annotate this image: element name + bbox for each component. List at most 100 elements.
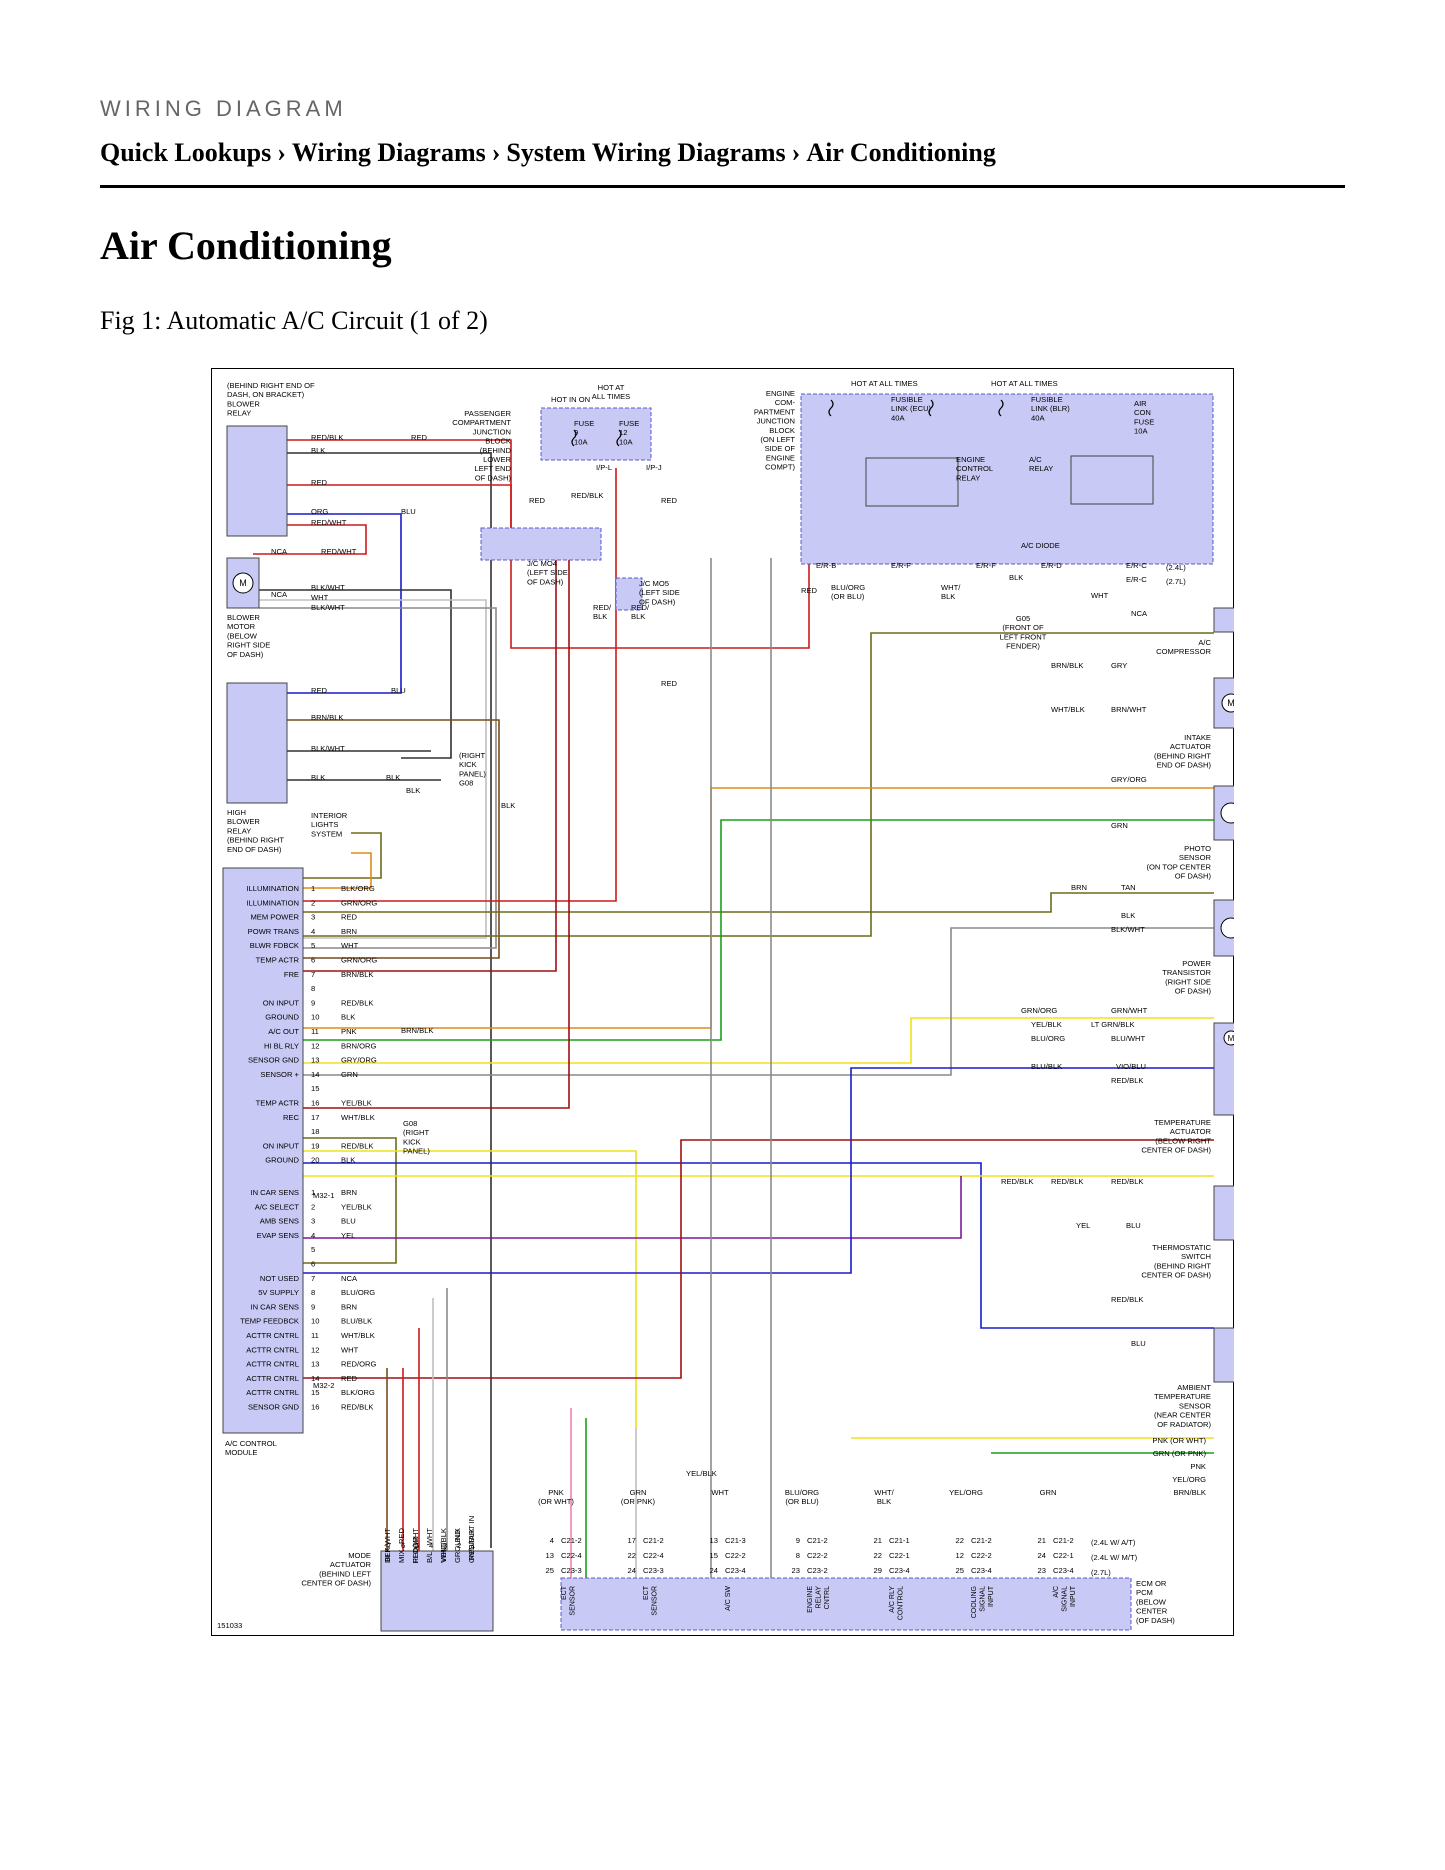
photo-sensor-label: OF DASH) (1175, 872, 1212, 881)
high-blower-relay-label: (BEHIND RIGHT (227, 836, 284, 845)
breadcrumb: Quick Lookups›Wiring Diagrams›System Wir… (100, 138, 996, 168)
module-pin-label: AMB SENS (260, 1217, 299, 1226)
ecm-pin-number: 29 (874, 1566, 882, 1575)
engine-jb-label: (ON LEFT (760, 435, 795, 444)
module-pin-number: 7 (311, 1274, 315, 1283)
breadcrumb-item-quick-lookups[interactable]: Quick Lookups (100, 138, 272, 167)
ecm-pin-number: 22 (956, 1536, 964, 1545)
wire-color-label: ORG (311, 507, 328, 516)
ambient-sensor-label: SENSOR (1179, 1401, 1212, 1410)
ecm-connector: C22-2 (725, 1551, 746, 1560)
module-pin-label: ACTTR CNTRL (246, 1374, 299, 1383)
module-pin-number: 9 (311, 1302, 315, 1311)
module-pin-label: ILLUMINATION (246, 898, 299, 907)
breadcrumb-item-wiring-diagrams[interactable]: Wiring Diagrams (291, 138, 486, 167)
ecm-pin-number: 21 (1038, 1536, 1046, 1545)
wire-color-label: LT GRN/BLK (1091, 1020, 1135, 1029)
module-pin-wire: BLK (341, 1013, 355, 1022)
engine-jb-label: JUNCTION (757, 417, 795, 426)
wire-wht-blk (303, 927, 1214, 1076)
ecm-connector: C22-2 (807, 1551, 828, 1560)
breadcrumb-item-air-conditioning[interactable]: Air Conditioning (806, 138, 996, 167)
module-pin-label: ON INPUT (263, 1141, 300, 1150)
engine-jb-label: SIDE OF (765, 444, 796, 453)
fuse12-label: 10A (619, 437, 633, 446)
wire-brn (303, 892, 1214, 913)
mode-pin-wire: BLK/WHT (383, 1528, 392, 1562)
engine-jb-label: BLOCK (769, 426, 795, 435)
figure-caption: Fig 1: Automatic A/C Circuit (1 of 2) (100, 306, 488, 335)
figure-id: 151033 (217, 1621, 242, 1630)
wire-blu (285, 513, 402, 694)
wire-color-label: RED (311, 686, 328, 695)
power-transistor-label: (RIGHT SIDE (1165, 977, 1211, 986)
intake-actuator-label: INTAKE (1184, 733, 1211, 742)
wire-color-label: RED/BLK (1111, 1177, 1144, 1186)
aircon-fuse-label: AIR (1134, 399, 1147, 408)
wire-color-label: RED/WHT (311, 518, 347, 527)
fuse9-label: 10A (574, 437, 588, 446)
wire-red-blk-sens (303, 1139, 1214, 1379)
engine-jb-label: COM- (775, 398, 796, 407)
wire-color-label: RED/BLK (571, 491, 604, 500)
module-pin-number: 10 (311, 1317, 319, 1326)
module-pin-wire: BRN/BLK (341, 970, 374, 979)
ecm-connector: C23-2 (807, 1566, 828, 1575)
wire-color-label: BLK/WHT (311, 583, 345, 592)
connector-m32-2-label: M32-2 (313, 1381, 335, 1390)
module-pin-label: SENSOR + (260, 1070, 299, 1079)
wire-red-blk-on2 (303, 538, 570, 1109)
ecm-connector: C21-2 (643, 1536, 664, 1545)
fuse-icon (571, 429, 577, 447)
ecm-right-wire: GRN (OR PNK) (1153, 1449, 1207, 1458)
mode-actuator-label: (BEHIND LEFT (319, 1569, 371, 1578)
module-pin-number: 7 (311, 970, 315, 979)
wire-color-label: RED (529, 496, 546, 505)
module-pin-wire: WHT (341, 941, 359, 950)
ac-compressor-label: A/C (1198, 638, 1211, 647)
module-pin-number: 13 (311, 1056, 319, 1065)
variant-24l: (2.4L) (1166, 563, 1186, 572)
module-pin-wire: WHT (341, 1345, 359, 1354)
module-pin-number: 11 (311, 1331, 319, 1340)
module-pin-wire: RED/BLK (341, 998, 374, 1007)
breadcrumb-item-system-wiring-diagrams[interactable]: System Wiring Diagrams (506, 138, 786, 167)
wire-color-label: I/P-J (646, 463, 662, 472)
wire-color-label: E/R-C (1126, 561, 1147, 570)
wire-brn-blk-hbr (285, 719, 500, 959)
module-pin-number: 16 (311, 1099, 319, 1108)
module-pin-wire: BRN (341, 1302, 357, 1311)
module-pin-wire: RED (341, 1374, 358, 1383)
wire-color-label: BLU (401, 507, 416, 516)
ecm-pin-label: ECT (643, 1585, 650, 1600)
ecm-column-wire: YEL/ORG (949, 1488, 983, 1497)
module-pin-wire: GRN/ORG (341, 898, 377, 907)
ecm-pin-label: SIGNAL (1062, 1586, 1069, 1612)
mode-actuator-label: ACTUATOR (330, 1560, 372, 1569)
mode-actuator-label: CENTER OF DASH) (301, 1579, 371, 1588)
temp-motor-icon (1223, 1030, 1234, 1046)
wire-color-label: BLK (406, 786, 420, 795)
ecm-column-wire: GRN (1040, 1488, 1057, 1497)
ecm-column-wire: (OR WHT) (538, 1497, 574, 1506)
passenger-jb-label: PASSENGER (464, 409, 511, 418)
aircon-fuse-label: 10A (1134, 427, 1148, 436)
wire-color-label: E/R-B (816, 561, 836, 570)
jc-mo5-label: J/C MO5 (639, 579, 669, 588)
ecm-connector: C21-2 (561, 1536, 582, 1545)
wire-color-label: RED/BLK (1111, 1295, 1144, 1304)
module-pin-label: 5V SUPPLY (258, 1288, 299, 1297)
aircon-fuse-label: CON (1134, 408, 1151, 417)
hot-at-all-times-label-3: HOT AT ALL TIMES (991, 379, 1058, 388)
passenger-jb-label: OF DASH) (475, 473, 512, 482)
wire-red-blk-on (303, 538, 557, 972)
fuse12-label: 12 (619, 428, 627, 437)
wire-color-label: RED/BLK (1001, 1177, 1034, 1186)
engine-jb-label: PARTMENT (754, 407, 795, 416)
blower-relay-label: RELAY (227, 409, 251, 418)
wire-color-label: RED/WHT (321, 547, 357, 556)
g08-module-label: G08 (403, 1119, 417, 1128)
ecm-connector: C22-1 (1053, 1551, 1074, 1560)
module-pin-label: A/C OUT (268, 1027, 299, 1036)
module-pin-number: 8 (311, 984, 315, 993)
